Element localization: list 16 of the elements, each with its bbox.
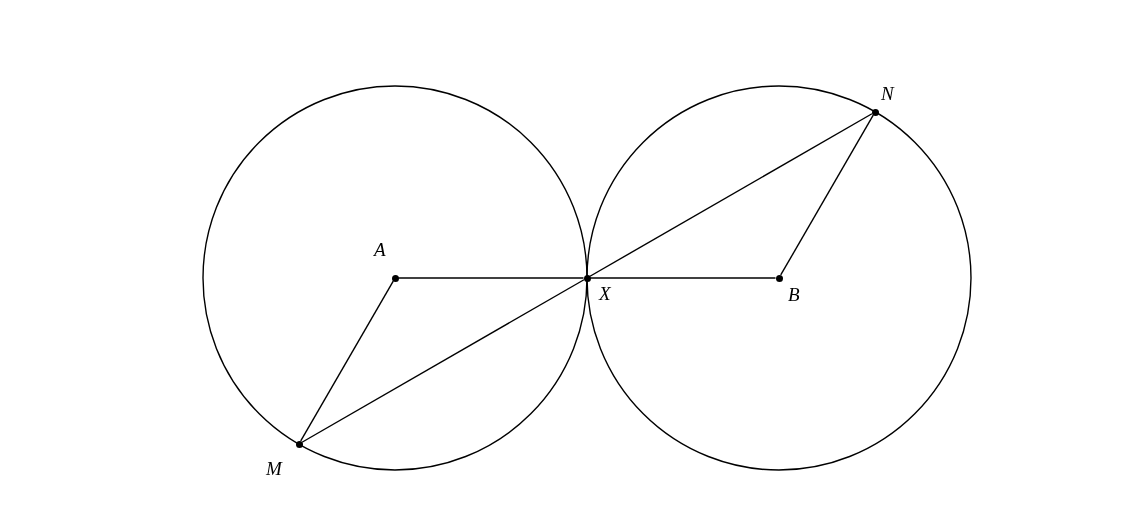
point-label: N — [881, 84, 894, 104]
point-dot — [775, 274, 783, 282]
line-segment — [589, 113, 873, 277]
point-dot — [871, 108, 879, 116]
point-label: A — [374, 240, 386, 260]
line-segment — [780, 114, 874, 276]
point-label: B — [788, 285, 800, 305]
point-dot — [295, 440, 303, 448]
point-dot — [583, 274, 591, 282]
line-segment — [300, 280, 394, 442]
line-segment — [589, 277, 777, 279]
line-segment — [301, 279, 585, 443]
point-label: M — [266, 459, 282, 479]
point-label: X — [599, 284, 611, 304]
line-segment — [397, 277, 585, 279]
point-dot — [391, 274, 399, 282]
